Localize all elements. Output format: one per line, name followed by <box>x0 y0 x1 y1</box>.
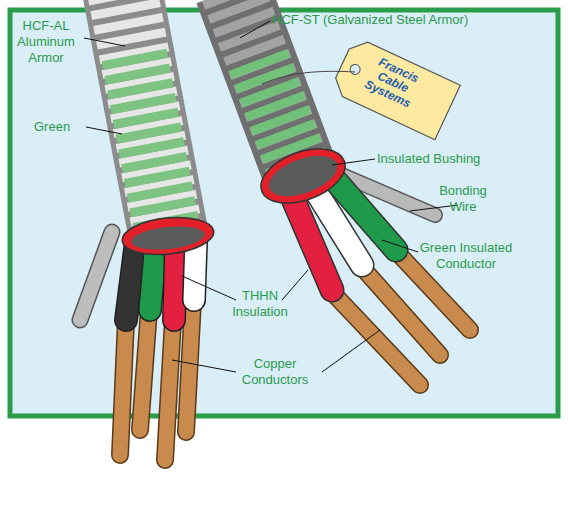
left-cable <box>122 0 168 232</box>
part-label: HCF-ST (Galvanized Steel Armor) <box>272 12 542 28</box>
bushing-inner <box>263 148 342 205</box>
part-label: Insulated Bushing <box>377 151 547 167</box>
part-label: Green <box>34 119 89 135</box>
leader-lines <box>84 21 458 372</box>
tag-string <box>262 71 355 84</box>
part-label: THHN Insulation <box>222 288 298 320</box>
part-label: Bonding Wire <box>432 183 494 215</box>
frame <box>10 10 558 416</box>
bushing-inner <box>130 223 206 253</box>
right-wires <box>290 172 470 385</box>
insulated-bushing <box>253 138 352 213</box>
part-label: HCF-AL Aluminum Armor <box>10 18 82 66</box>
left-wires <box>80 232 196 460</box>
insulated-bushing <box>120 213 215 258</box>
part-label: Copper Conductors <box>234 356 316 388</box>
cable-tag <box>330 36 460 139</box>
part-label: Green Insulated Conductor <box>410 240 522 272</box>
